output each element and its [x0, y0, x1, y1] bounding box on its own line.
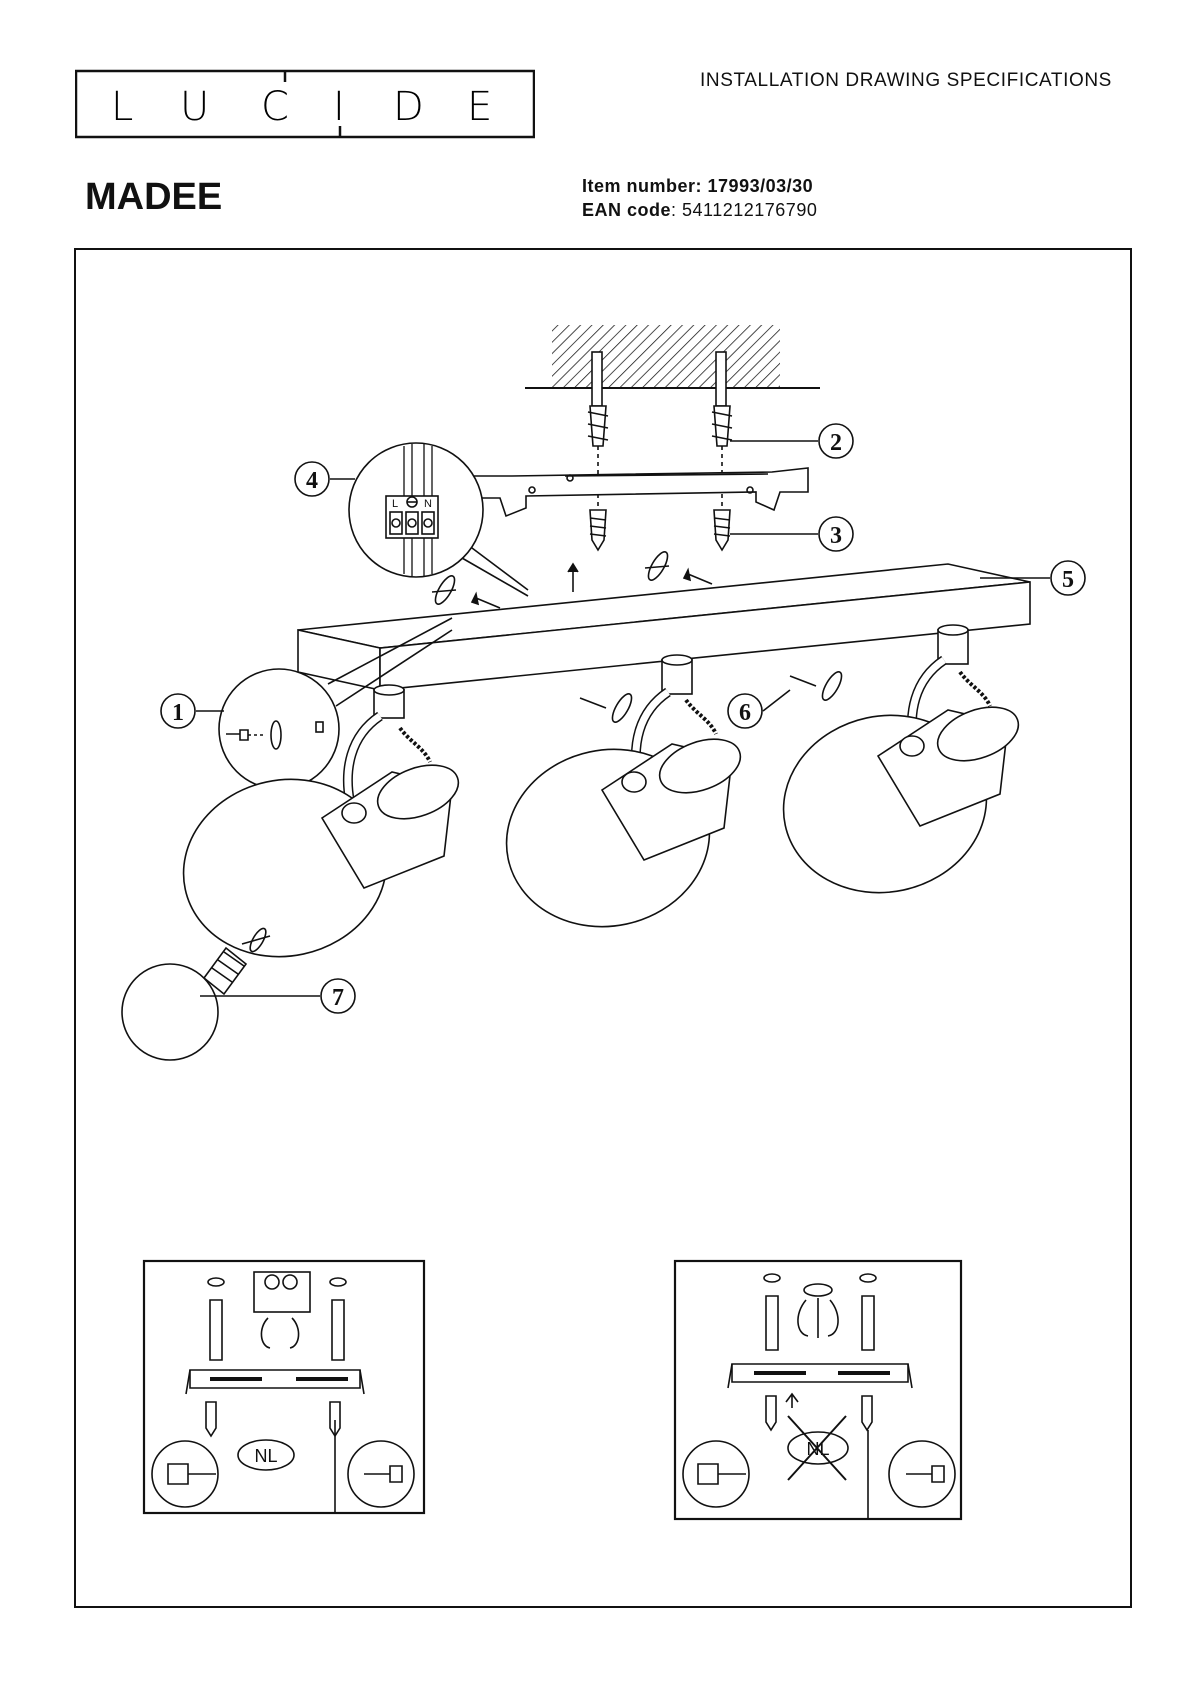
logo-letter: L — [111, 84, 133, 130]
logo-letter: D — [393, 84, 424, 130]
drawing-frame — [74, 248, 1132, 1608]
document-type: INSTALLATION DRAWING SPECIFICATIONS — [700, 70, 1112, 91]
ean-label: EAN code — [582, 200, 672, 220]
ean-value: : 5411212176790 — [671, 200, 818, 220]
lucide-logo: L U C I D E — [75, 69, 535, 139]
logo-letter: U — [180, 84, 209, 130]
logo-letter: E — [467, 84, 492, 130]
logo-letter: C — [261, 84, 289, 130]
ean-line: EAN code: 5411212176790 — [582, 198, 817, 222]
item-number-label: Item number: — [582, 176, 703, 196]
product-name: MADEE — [85, 176, 223, 218]
item-number-line: Item number: 17993/03/30 — [582, 174, 817, 198]
item-number-value: 17993/03/30 — [707, 176, 814, 196]
logo-letter: I — [333, 84, 345, 130]
product-meta: Item number: 17993/03/30 EAN code: 54112… — [582, 174, 817, 222]
